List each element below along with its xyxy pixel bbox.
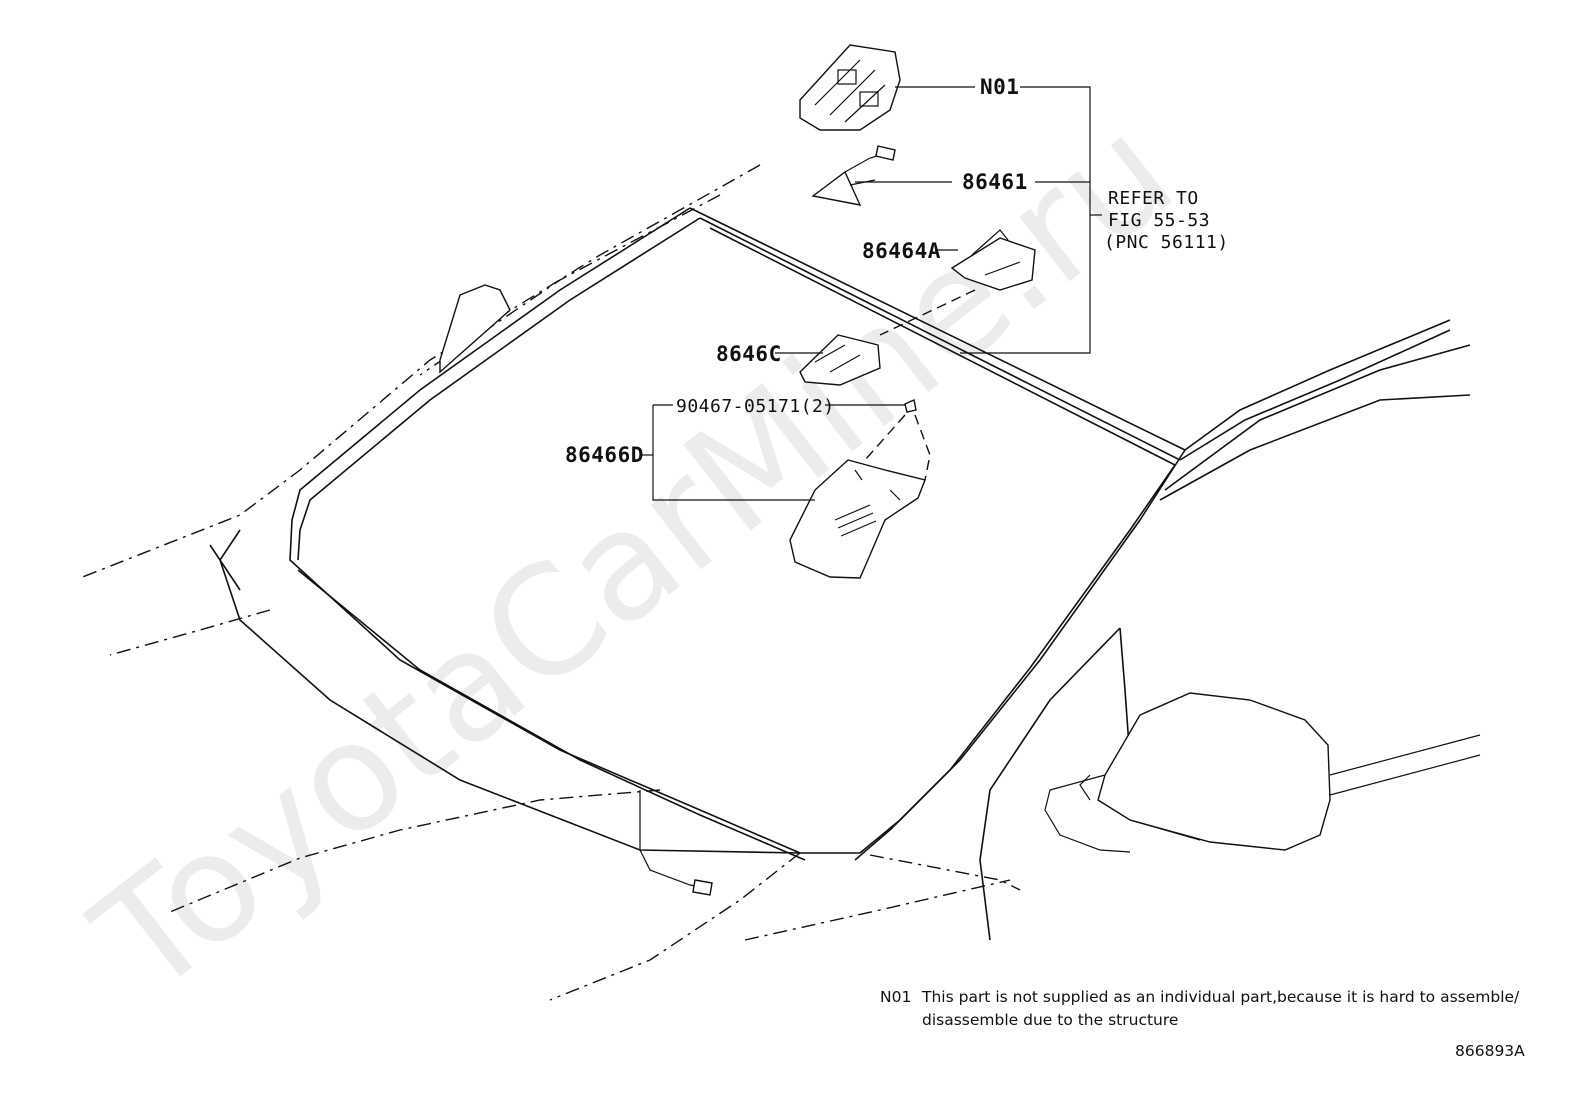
leader-lines [640,86,1102,501]
figure-id: 866893A [1455,1042,1525,1060]
note-code: N01 [880,988,911,1006]
note-line-1: This part is not supplied as an individu… [921,988,1520,1006]
note-line-2: disassemble due to the structure [922,1011,1178,1029]
part-n01-module [799,44,901,131]
refer-line-3: (PNC 56111) [1104,232,1229,253]
assembly-guide-lines [864,289,976,481]
callout-86461: 86461 [962,170,1028,194]
callout-n01: N01 [980,75,1019,99]
callout-8646c: 8646C [716,342,782,366]
part-90467-clip [904,399,917,413]
part-86461-sensor-harness [811,145,896,206]
car-body [79,164,1481,1001]
part-8646c-holder [799,334,881,386]
watermark: ToyotaCarMine.ru [64,84,1205,1028]
callout-86466d: 86466D [565,443,644,467]
callout-90467-05171: 90467-05171(2) [676,396,835,417]
callout-86464a: 86464A [862,239,941,263]
refer-line-1: REFER TO [1108,188,1199,209]
refer-line-2: FIG 55-53 [1108,210,1210,231]
part-86464a-bracket [950,229,1036,291]
part-86466d-cover [789,459,926,579]
